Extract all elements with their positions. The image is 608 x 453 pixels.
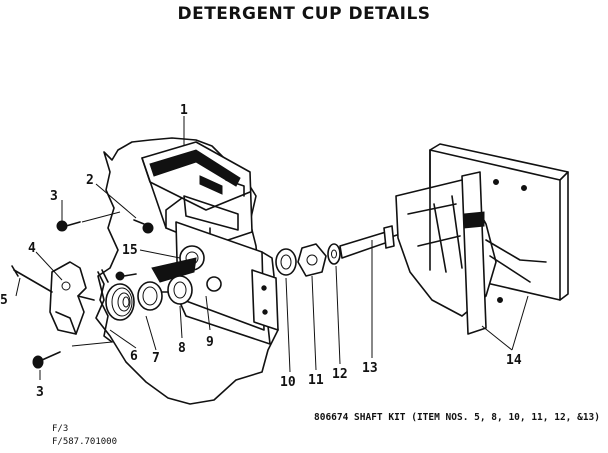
part-labels: 1 2 3 4 5 15 6 7 8 9 3 10 11 12 13 14 <box>0 103 522 400</box>
part-4-latch-lever <box>49 261 95 335</box>
label-part-8: 8 <box>178 341 186 356</box>
label-part-14: 14 <box>506 353 522 368</box>
label-part-11: 11 <box>308 373 324 388</box>
part-15-pivot <box>151 245 205 283</box>
diagram-title: DETERGENT CUP DETAILS <box>177 4 431 24</box>
door-panel-outline <box>95 137 279 405</box>
part-1-cup-housing <box>141 141 253 247</box>
part-6-spring-wire <box>97 269 113 343</box>
label-part-10: 10 <box>280 375 296 390</box>
part-14-dispenser-cup <box>395 143 569 335</box>
leader-lines <box>15 116 529 380</box>
label-part-7: 7 <box>152 351 160 366</box>
label-part-5: 5 <box>0 293 8 308</box>
part-2-screw <box>133 219 154 234</box>
part-3-screw-bottom <box>32 351 61 369</box>
label-part-1: 1 <box>180 103 188 118</box>
part-3-screw-top <box>56 220 81 232</box>
part-10-o-ring <box>275 248 297 276</box>
part-7-coil-spring <box>105 283 135 321</box>
part-11-cam <box>297 243 327 277</box>
small-screw-plate <box>115 271 137 281</box>
part-8-gear-spring <box>137 275 193 311</box>
shaft-kit-note: 806674 SHAFT KIT (ITEM NOS. 5, 8, 10, 11… <box>314 412 600 423</box>
part-13-shaft <box>339 225 401 259</box>
label-part-3-top: 3 <box>50 189 58 204</box>
label-part-15: 15 <box>122 243 138 258</box>
label-part-3-bottom: 3 <box>36 385 44 400</box>
label-part-6: 6 <box>130 349 138 364</box>
part-12-washer <box>327 243 341 265</box>
footer-code-line2: F/587.701000 <box>52 437 117 447</box>
label-part-9: 9 <box>206 335 214 350</box>
part-5-pin <box>11 265 53 293</box>
label-part-4: 4 <box>28 241 36 256</box>
label-part-2: 2 <box>86 173 94 188</box>
label-part-13: 13 <box>362 361 378 376</box>
footer-code-line1: F/3 <box>52 424 68 434</box>
label-part-12: 12 <box>332 367 348 382</box>
